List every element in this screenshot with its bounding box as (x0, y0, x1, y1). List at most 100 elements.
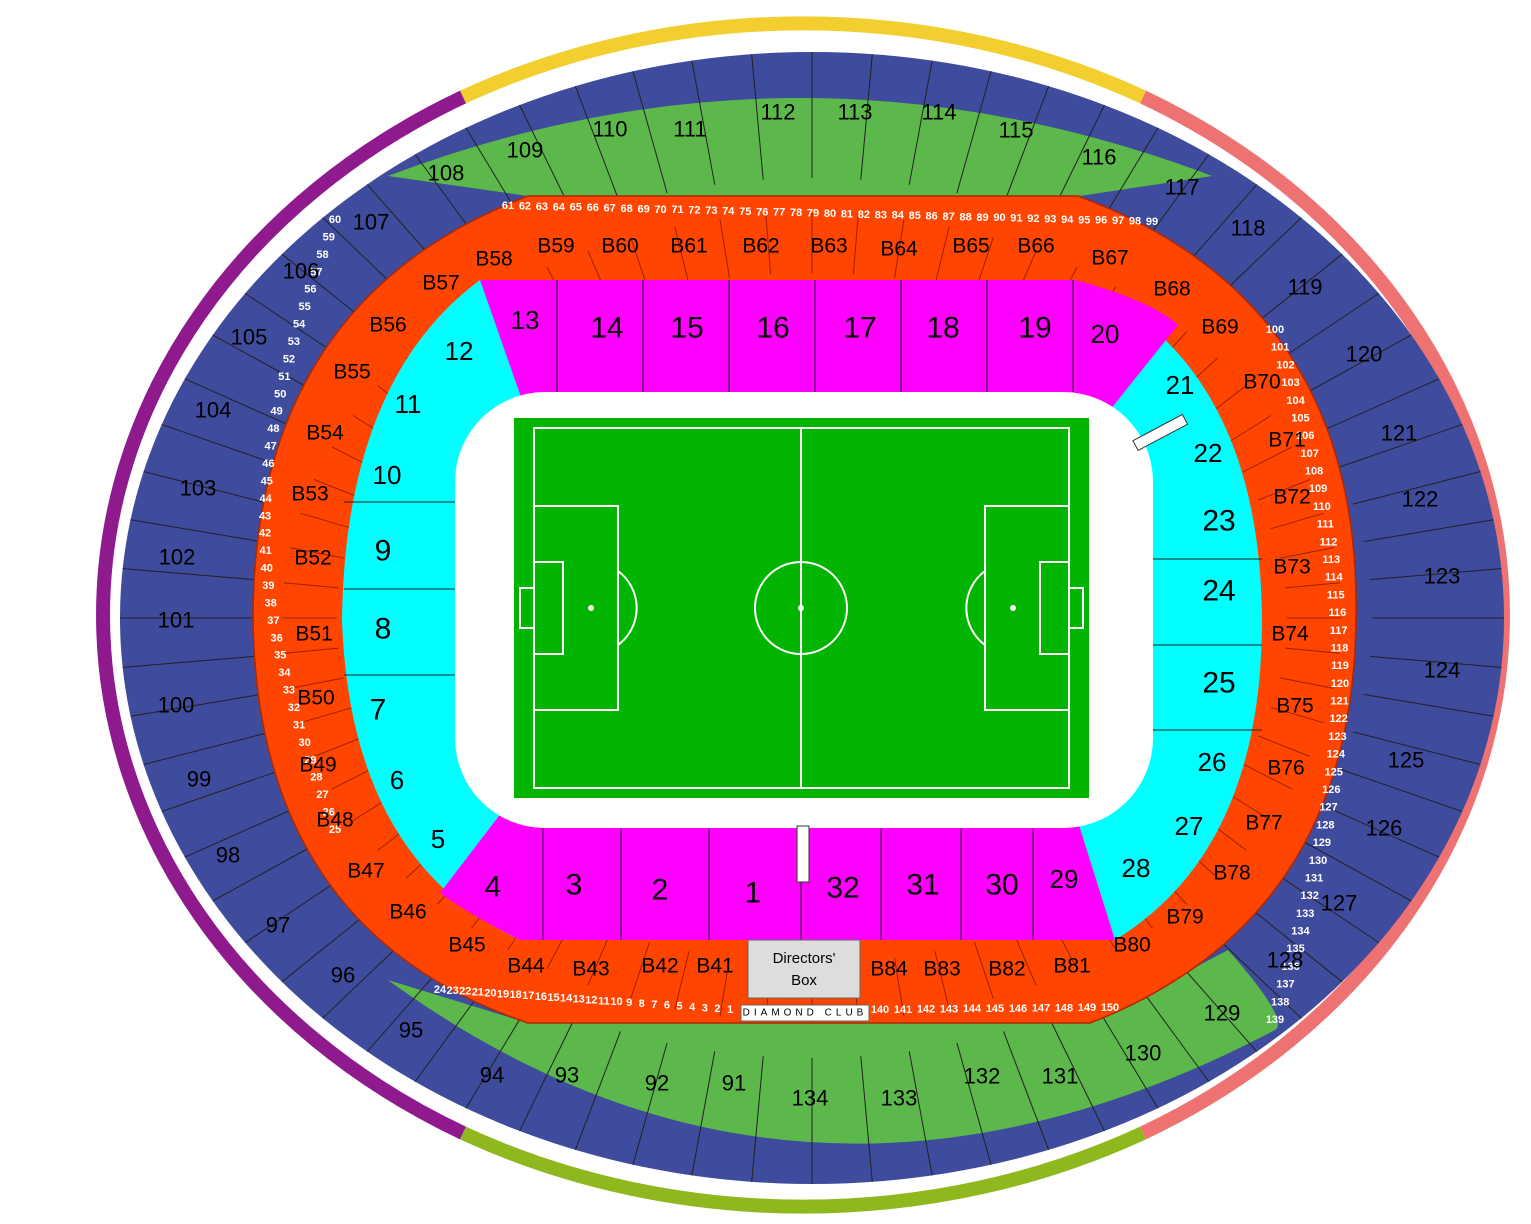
upper-section-101[interactable]: 101 (158, 608, 195, 633)
rim-box-label[interactable]: 87 (943, 211, 955, 223)
rim-box-label[interactable]: 128 (1316, 819, 1334, 831)
rim-box-label[interactable]: 98 (1129, 216, 1141, 228)
rim-box-label[interactable]: 46 (262, 458, 274, 470)
rim-box-label[interactable]: 134 (1291, 926, 1310, 938)
rim-box-label[interactable]: 120 (1331, 678, 1349, 690)
lower-section-11[interactable]: 11 (395, 389, 422, 419)
lower-section-3[interactable]: 3 (566, 869, 583, 902)
rim-box-label[interactable]: 49 (270, 406, 282, 418)
lower-section-19[interactable]: 19 (1018, 312, 1051, 345)
lower-section-29[interactable]: 29 (1050, 864, 1079, 894)
rim-box-label[interactable]: 61 (502, 200, 514, 212)
upper-section-106[interactable]: 106 (283, 259, 320, 284)
rim-box-label[interactable]: 83 (875, 209, 887, 221)
rim-box-label[interactable]: 85 (909, 210, 921, 222)
rim-box-label[interactable]: 32 (288, 702, 300, 714)
box-section-B59[interactable]: B59 (537, 235, 574, 258)
box-section-B71[interactable]: B71 (1268, 429, 1305, 452)
upper-section-98[interactable]: 98 (216, 843, 240, 868)
rim-box-label[interactable]: 53 (288, 336, 300, 348)
rim-box-label[interactable]: 57 (310, 266, 322, 278)
rim-box-label[interactable]: 11 (598, 995, 610, 1007)
box-section-B51[interactable]: B51 (295, 623, 332, 646)
rim-box-label[interactable]: 7 (651, 999, 657, 1011)
box-section-B45[interactable]: B45 (448, 934, 485, 957)
box-section-B67[interactable]: B67 (1091, 247, 1128, 270)
rim-box-label[interactable]: 97 (1112, 215, 1124, 227)
rim-box-label[interactable]: 59 (323, 231, 335, 243)
rim-box-label[interactable]: 94 (1061, 214, 1074, 226)
upper-section-105[interactable]: 105 (231, 325, 268, 350)
rim-box-label[interactable]: 119 (1331, 660, 1349, 672)
box-section-B56[interactable]: B56 (369, 314, 406, 337)
lower-section-12[interactable]: 12 (445, 336, 474, 366)
lower-section-7[interactable]: 7 (370, 694, 387, 727)
rim-box-label[interactable]: 92 (1027, 213, 1039, 225)
upper-section-123[interactable]: 123 (1424, 564, 1461, 589)
box-section-B47[interactable]: B47 (347, 860, 384, 883)
rim-box-label[interactable]: 76 (756, 206, 768, 218)
rim-box-label[interactable]: 118 (1331, 642, 1349, 654)
rim-box-label[interactable]: 5 (677, 1001, 683, 1013)
box-section-B52[interactable]: B52 (294, 547, 331, 570)
rim-box-label[interactable]: 117 (1330, 625, 1348, 637)
rim-box-label[interactable]: 133 (1296, 908, 1314, 920)
box-section-B73[interactable]: B73 (1273, 556, 1310, 579)
upper-section-95[interactable]: 95 (399, 1018, 423, 1043)
rim-box-label[interactable]: 1 (727, 1004, 733, 1016)
rim-box-label[interactable]: 63 (536, 201, 548, 213)
upper-section-115[interactable]: 115 (998, 118, 1033, 143)
rim-box-label[interactable]: 47 (265, 441, 277, 453)
upper-section-118[interactable]: 118 (1230, 216, 1265, 241)
rim-box-label[interactable]: 15 (547, 992, 559, 1004)
rim-box-label[interactable]: 42 (259, 528, 271, 540)
rim-box-label[interactable]: 72 (688, 205, 700, 217)
rim-box-label[interactable]: 33 (283, 685, 295, 697)
rim-box-label[interactable]: 50 (274, 388, 286, 400)
upper-section-112[interactable]: 112 (760, 100, 795, 125)
rim-box-label[interactable]: 37 (267, 615, 279, 627)
rim-box-label[interactable]: 123 (1328, 731, 1346, 743)
rim-box-label[interactable]: 24 (434, 984, 447, 996)
box-section-B60[interactable]: B60 (601, 235, 638, 258)
rim-box-label[interactable]: 127 (1319, 802, 1337, 814)
rim-box-label[interactable]: 80 (824, 208, 836, 220)
upper-section-122[interactable]: 122 (1402, 487, 1439, 512)
upper-section-126[interactable]: 126 (1366, 816, 1403, 841)
box-section-B74[interactable]: B74 (1271, 623, 1309, 646)
lower-section-20[interactable]: 20 (1091, 319, 1120, 349)
upper-section-93[interactable]: 93 (555, 1063, 579, 1088)
lower-section-25[interactable]: 25 (1202, 667, 1235, 700)
rim-box-label[interactable]: 56 (304, 284, 316, 296)
upper-section-132[interactable]: 132 (964, 1064, 1001, 1089)
rim-box-label[interactable]: 78 (790, 207, 802, 219)
rim-box-label[interactable]: 105 (1291, 412, 1309, 424)
box-section-B76[interactable]: B76 (1267, 757, 1304, 780)
upper-section-134[interactable]: 134 (792, 1086, 829, 1111)
rim-box-label[interactable]: 18 (510, 989, 522, 1001)
rim-box-label[interactable]: 96 (1095, 215, 1107, 227)
rim-box-label[interactable]: 4 (689, 1001, 696, 1013)
rim-box-label[interactable]: 136 (1281, 961, 1299, 973)
diamond-club[interactable]: DIAMOND CLUB (740, 1004, 870, 1022)
rim-box-label[interactable]: 143 (940, 1003, 958, 1015)
rim-box-label[interactable]: 48 (267, 423, 279, 435)
rim-box-label[interactable]: 91 (1010, 213, 1022, 225)
rim-box-label[interactable]: 106 (1296, 430, 1314, 442)
box-section-B84[interactable]: B84 (870, 958, 908, 981)
box-section-B77[interactable]: B77 (1245, 812, 1282, 835)
upper-section-121[interactable]: 121 (1381, 421, 1418, 446)
rim-box-label[interactable]: 81 (841, 208, 853, 220)
upper-section-119[interactable]: 119 (1287, 275, 1322, 300)
rim-box-label[interactable]: 122 (1330, 713, 1348, 725)
lower-section-18[interactable]: 18 (926, 312, 959, 345)
lower-section-1[interactable]: 1 (745, 877, 762, 910)
rim-box-label[interactable]: 66 (587, 202, 599, 214)
rim-box-label[interactable]: 40 (261, 563, 273, 575)
box-section-B44[interactable]: B44 (507, 955, 545, 978)
box-section-B83[interactable]: B83 (923, 958, 960, 981)
rim-box-label[interactable]: 28 (310, 772, 322, 784)
upper-section-120[interactable]: 120 (1346, 342, 1383, 367)
box-section-B66[interactable]: B66 (1017, 235, 1054, 258)
rim-box-label[interactable]: 135 (1286, 943, 1304, 955)
